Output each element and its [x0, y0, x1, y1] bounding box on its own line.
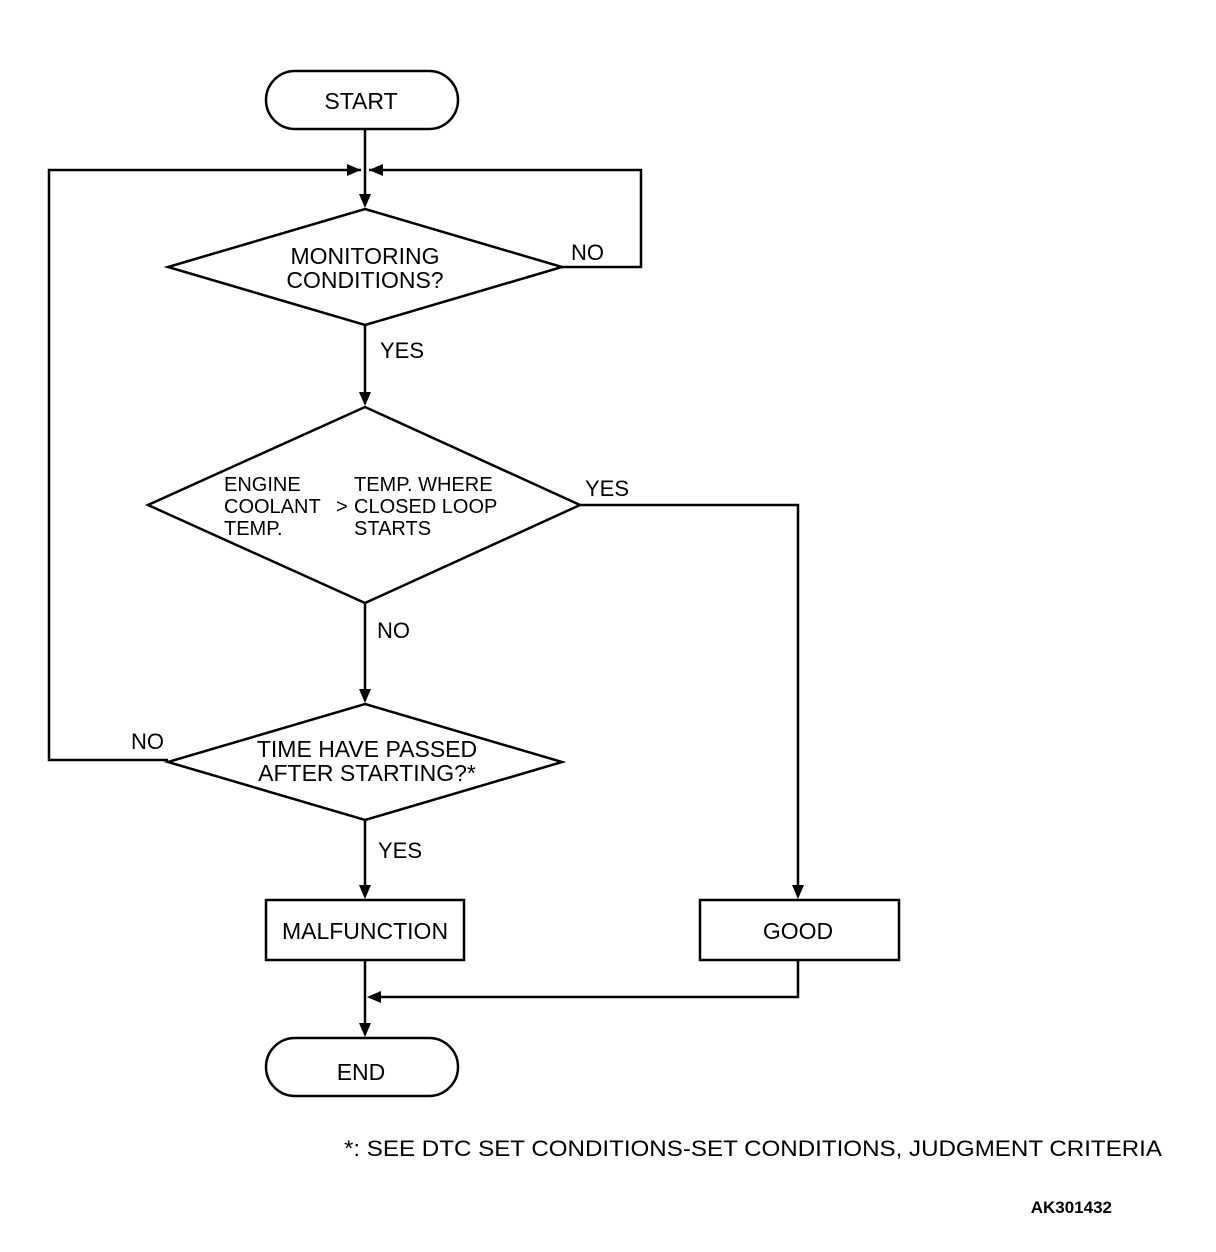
start-label: START [324, 88, 397, 114]
arrow-into-time [359, 689, 371, 703]
arrow-into-end [359, 1023, 371, 1037]
start-terminal: START [264, 69, 460, 131]
monitoring-yes-label: YES [380, 338, 424, 363]
time-passed-decision: TIME HAVE PASSED AFTER STARTING?* [163, 702, 567, 822]
time-label-line2: AFTER STARTING?* [258, 760, 476, 786]
monitoring-decision: MONITORING CONDITIONS? [163, 207, 567, 327]
engine-left-line1: ENGINE [224, 474, 301, 496]
malfunction-label: MALFUNCTION [282, 918, 448, 944]
engine-no-label: NO [377, 618, 410, 643]
end-terminal: END [264, 1036, 460, 1098]
engine-coolant-decision: ENGINE COOLANT TEMP. > TEMP. WHERE CLOSE… [144, 405, 584, 605]
time-yes-label: YES [378, 838, 422, 863]
engine-right-line3: STARTS [354, 518, 431, 540]
time-label-line1: TIME HAVE PASSED [257, 736, 477, 762]
footnote: *: SEE DTC SET CONDITIONS-SET CONDITIONS… [344, 1136, 1162, 1161]
engine-left-line3: TEMP. [224, 518, 283, 540]
connector-engine-yes [580, 503, 800, 893]
monitoring-label-line1: MONITORING [290, 243, 439, 269]
malfunction-box: MALFUNCTION [264, 898, 466, 962]
connector-good-to-end [371, 960, 800, 999]
arrow-into-malfunction [359, 885, 371, 899]
good-label: GOOD [763, 918, 833, 944]
engine-operator: > [336, 496, 348, 518]
arrow-into-good [792, 885, 804, 899]
arrow-into-engine [359, 392, 371, 406]
monitoring-label-line2: CONDITIONS? [286, 267, 443, 293]
connector-monitoring-no-loop [369, 168, 643, 269]
engine-left-line2: COOLANT [224, 496, 321, 518]
arrow-into-monitoring [359, 194, 371, 208]
arrow-good-join [367, 991, 381, 1003]
figure-id: AK301432 [1031, 1198, 1112, 1217]
time-no-label: NO [131, 729, 164, 754]
good-box: GOOD [698, 898, 901, 962]
engine-yes-label: YES [585, 476, 629, 501]
monitoring-no-label: NO [571, 240, 604, 265]
end-label: END [337, 1059, 386, 1085]
engine-right-line2: CLOSED LOOP [354, 496, 497, 518]
engine-right-line1: TEMP. WHERE [354, 474, 493, 496]
connector-time-no-loop [47, 168, 361, 762]
